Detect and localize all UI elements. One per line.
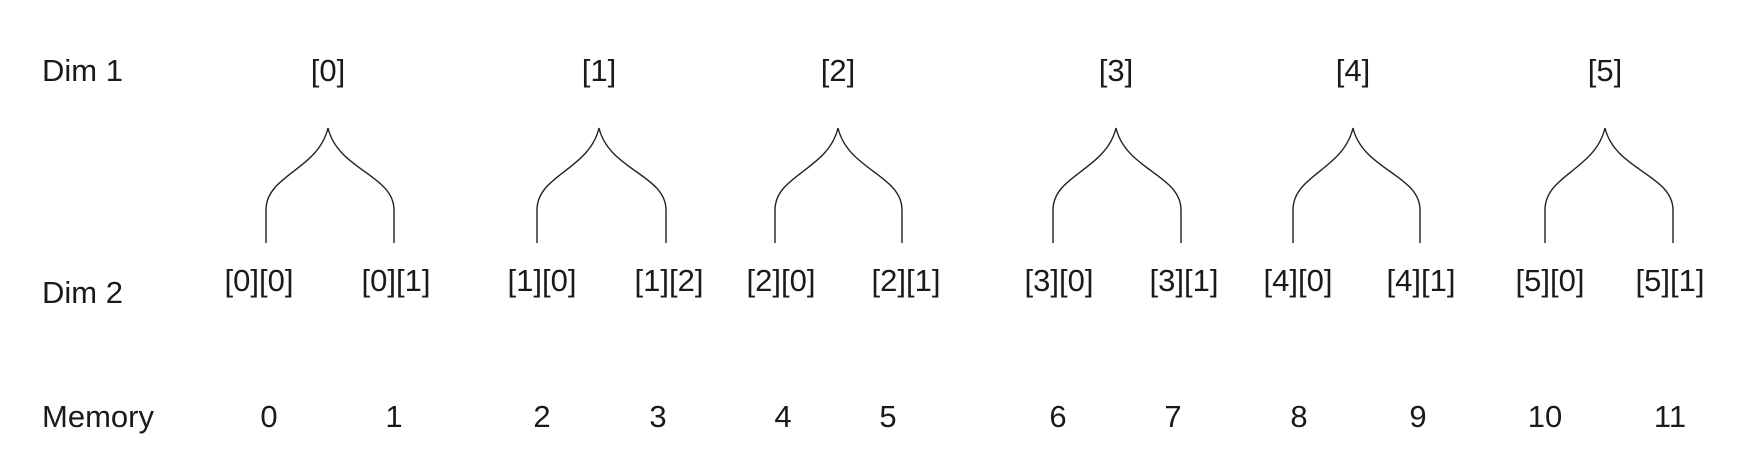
memory-address-label: 7: [1164, 399, 1181, 434]
memory-address-label: 9: [1409, 399, 1426, 434]
brace-connector: [1544, 127, 1674, 243]
dim1-index-label: [4]: [1336, 53, 1370, 88]
dim1-index-label: [5]: [1588, 53, 1622, 88]
dim1-index-label: [2]: [821, 53, 855, 88]
dim2-index-label: [4][0]: [1264, 263, 1333, 298]
memory-address-label: 1: [385, 399, 402, 434]
dim2-index-label: [0][1]: [362, 263, 431, 298]
brace-connector: [536, 127, 667, 243]
memory-address-label: 3: [649, 399, 666, 434]
dim2-index-label: [5][1]: [1636, 263, 1705, 298]
dim1-index-label: [0]: [311, 53, 345, 88]
row-label-memory: Memory: [42, 399, 154, 434]
dim2-index-label: [5][0]: [1516, 263, 1585, 298]
memory-address-label: 0: [260, 399, 277, 434]
group-4: [4] [4][0] [4][1] 8 9: [1264, 53, 1456, 434]
dim2-index-label: [1][2]: [635, 263, 704, 298]
group-3: [3] [3][0] [3][1] 6 7: [1025, 53, 1219, 434]
group-5: [5] [5][0] [5][1] 10 11: [1516, 53, 1705, 434]
group-2: [2] [2][0] [2][1] 4 5: [747, 53, 941, 434]
dim1-index-label: [3]: [1099, 53, 1133, 88]
brace-connector: [1052, 127, 1182, 243]
dim2-index-label: [3][0]: [1025, 263, 1094, 298]
dim2-index-label: [0][0]: [225, 263, 294, 298]
brace-connector: [1292, 127, 1421, 243]
dim2-index-label: [2][1]: [872, 263, 941, 298]
dim2-index-label: [1][0]: [508, 263, 577, 298]
memory-address-label: 5: [879, 399, 896, 434]
dim2-index-label: [4][1]: [1387, 263, 1456, 298]
memory-address-label: 2: [533, 399, 550, 434]
memory-address-label: 4: [774, 399, 791, 434]
group-1: [1] [1][0] [1][2] 2 3: [508, 53, 704, 434]
dim1-index-label: [1]: [582, 53, 616, 88]
memory-address-label: 6: [1049, 399, 1066, 434]
dim2-index-label: [3][1]: [1150, 263, 1219, 298]
memory-address-label: 10: [1528, 399, 1562, 434]
row-label-dim2: Dim 2: [42, 275, 123, 310]
brace-connector: [265, 127, 395, 243]
dim2-index-label: [2][0]: [747, 263, 816, 298]
memory-address-label: 11: [1654, 399, 1686, 434]
brace-connector: [774, 127, 903, 243]
row-label-dim1: Dim 1: [42, 53, 123, 88]
memory-address-label: 8: [1290, 399, 1307, 434]
